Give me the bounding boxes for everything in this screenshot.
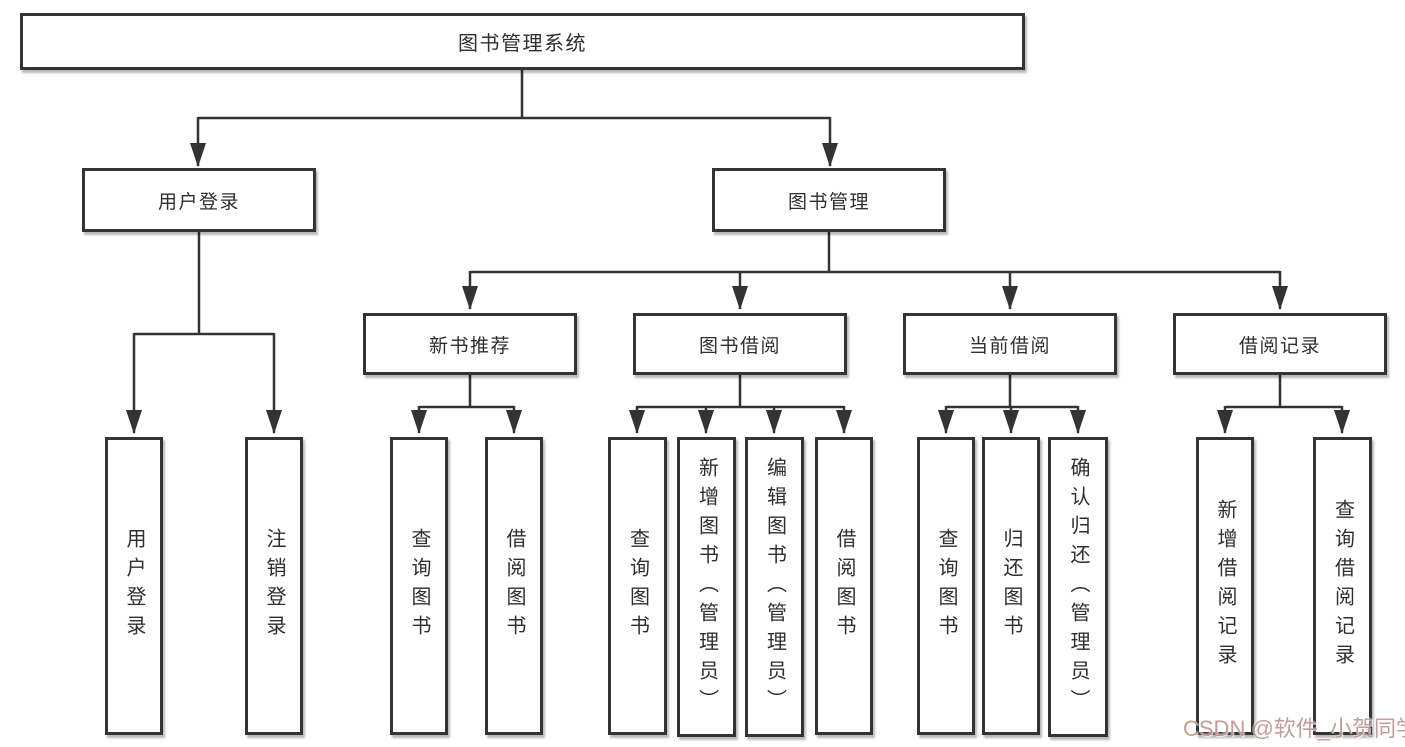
- leaf-borrow-query-books: 查询图书: [608, 437, 667, 735]
- node-user-login: 用户登录: [82, 168, 316, 232]
- node-book-management: 图书管理: [712, 168, 946, 232]
- leaf-records-add-borrow-record: 新增借阅记录: [1196, 437, 1254, 735]
- leaf-borrow-edit-books-admin: 编辑图书（管理员）: [745, 437, 804, 737]
- node-book-borrowing: 图书借阅: [633, 313, 847, 375]
- leaf-borrow-add-books-admin: 新增图书（管理员）: [677, 437, 736, 737]
- leaf-newbook-borrow-books: 借阅图书: [485, 437, 543, 735]
- leaf-user-login: 用户登录: [105, 437, 163, 735]
- node-borrowing-records: 借阅记录: [1173, 313, 1387, 375]
- connector-book-management-children: [462, 232, 1288, 310]
- node-current-borrowing: 当前借阅: [903, 313, 1117, 375]
- connector-root-to-level1: [190, 70, 838, 167]
- connector-user-login-children: [126, 232, 282, 434]
- node-root-library-management-system: 图书管理系统: [20, 13, 1025, 70]
- leaf-current-return-books: 归还图书: [982, 437, 1040, 735]
- csdn-watermark: CSDN @软件_小贺同学: [1183, 716, 1405, 741]
- leaf-borrow-borrow-books: 借阅图书: [815, 437, 873, 735]
- leaf-records-query-borrow-record: 查询借阅记录: [1313, 437, 1372, 735]
- connector-book-borrow-children: [629, 375, 852, 434]
- leaf-newbook-query-books: 查询图书: [390, 437, 448, 735]
- leaf-current-query-books: 查询图书: [917, 437, 975, 735]
- leaf-logout: 注销登录: [245, 437, 303, 735]
- leaf-current-confirm-return-admin: 确认归还（管理员）: [1048, 437, 1108, 737]
- node-new-book-recommendation: 新书推荐: [363, 313, 577, 375]
- connector-new-book-children: [411, 375, 522, 434]
- connector-borrow-records-children: [1217, 375, 1350, 434]
- connector-current-borrow-children: [938, 375, 1086, 434]
